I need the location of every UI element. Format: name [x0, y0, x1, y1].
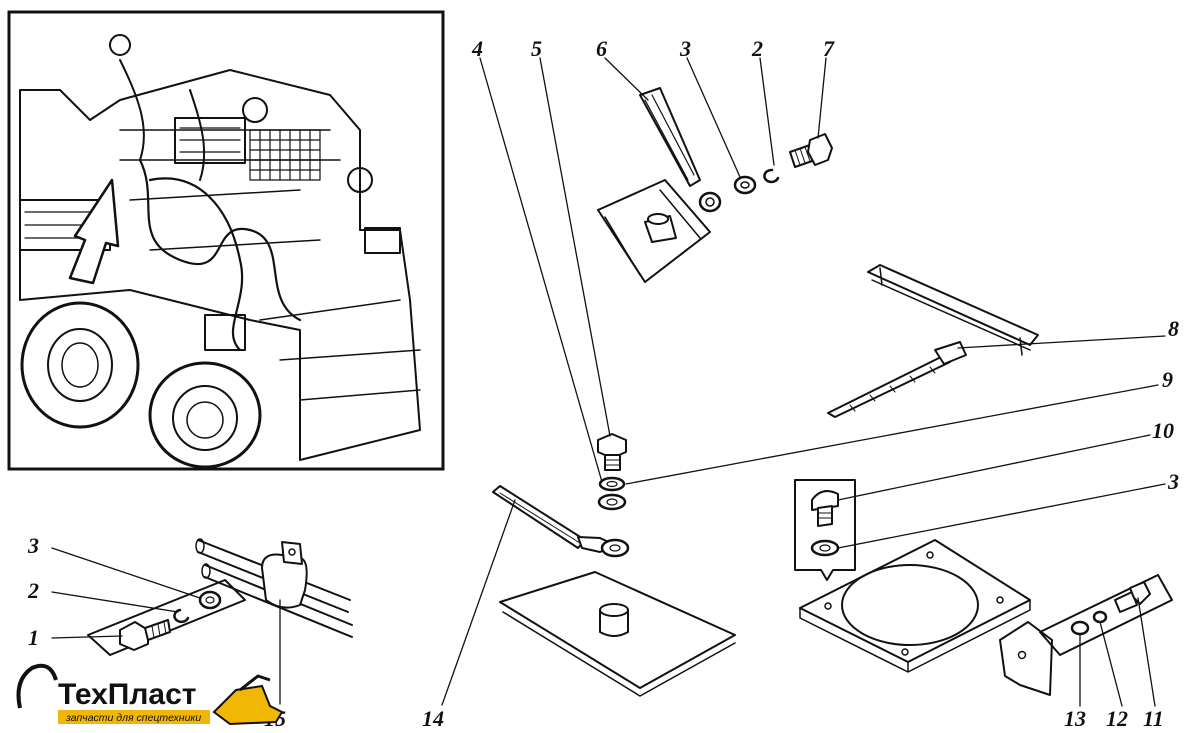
callout-9: 9: [1162, 367, 1173, 392]
callout-1: 1: [28, 625, 39, 650]
arrow-pointer-icon: [68, 178, 120, 285]
hardware-box-left: [87, 579, 246, 656]
callout-8: 8: [1168, 316, 1179, 341]
stud-center: [599, 603, 629, 637]
hardware-box-right: [1039, 574, 1173, 656]
wheel-rear: [148, 361, 262, 469]
screw-10-box: [794, 479, 856, 581]
cable-lug-assembly-top: [597, 87, 833, 283]
callout-2-top: 2: [751, 36, 763, 61]
callout-10: 10: [1152, 418, 1174, 443]
bolt-1: [119, 619, 171, 651]
cable-14: [492, 485, 630, 558]
callout-7: 7: [823, 36, 835, 61]
callout-3-right: 3: [1167, 469, 1179, 494]
washer-4-center: [597, 493, 627, 511]
wheel-front: [20, 301, 140, 429]
mounting-plate-center: [499, 571, 736, 697]
lock-washer-2-top: [763, 168, 780, 184]
callout-5: 5: [531, 36, 542, 61]
callout-6: 6: [596, 36, 607, 61]
clamp-assembly-15: [195, 538, 353, 638]
bolt-5: [597, 433, 627, 471]
callout-3-left: 3: [27, 533, 39, 558]
logo-tagline: запчасти для спецтехники: [65, 712, 201, 724]
washer-3-top: [733, 175, 757, 195]
machine-overview-inset: [7, 10, 445, 471]
washer-3-left: [198, 590, 222, 610]
callout-4: 4: [471, 36, 483, 61]
bolt-7: [789, 133, 833, 168]
bracket-piece: [999, 621, 1053, 696]
excavator-logo-icon: [16, 663, 284, 726]
callout-14: 14: [422, 706, 444, 731]
logo-name: ТехПласт: [58, 678, 197, 711]
washer-9-center: [598, 476, 626, 492]
callout-3-top: 3: [679, 36, 691, 61]
stud-top: [644, 213, 677, 243]
callout-13: 13: [1064, 706, 1086, 731]
cable-6: [639, 87, 722, 213]
callout-11: 11: [1143, 706, 1164, 731]
rail-channel: [867, 264, 1039, 356]
callout-2-left: 2: [27, 578, 39, 603]
callout-12: 12: [1106, 706, 1128, 731]
brand-logo: ТехПласт запчасти для спецтехники: [16, 663, 284, 726]
leader-lines: [51, 57, 1166, 707]
cable-tie-9: [827, 341, 967, 418]
plate-with-opening: [799, 539, 1031, 673]
